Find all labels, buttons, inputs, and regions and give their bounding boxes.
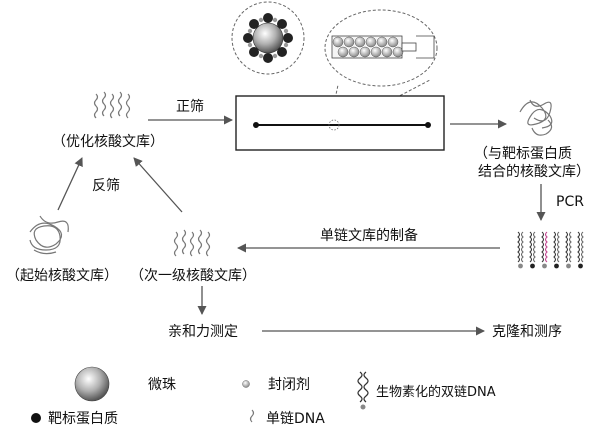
legend-ssdna-label: 单链DNA [266, 411, 325, 427]
biotin-dot [530, 263, 535, 269]
packed-bead [348, 46, 360, 58]
starting-library-tangle-icon [29, 215, 69, 255]
optimized-library-ssdna-icon [93, 91, 131, 119]
packed-bead [343, 36, 355, 48]
secondary-library-label: （次一级核酸文库） [130, 268, 256, 284]
target-protein-legend-icon [31, 413, 41, 423]
negative-screen-label: 反筛 [92, 178, 120, 194]
bound-library-label-line1: （与靶标蛋白质 [474, 146, 572, 162]
ssdna-legend-icon [249, 409, 255, 423]
biotin-dot [518, 263, 523, 269]
biotin-dot [542, 263, 547, 269]
secondary-library-ssdna-icon [173, 229, 211, 257]
dsdna-strand [541, 231, 545, 263]
column-zoom-ellipse [324, 9, 438, 87]
pcr-label: PCR [556, 194, 584, 210]
dsdna-strand [568, 231, 572, 263]
biotin-dot [554, 263, 559, 269]
legend-biotinylated-dsdna-label: 生物素化的双链DNA [376, 384, 496, 400]
packed-bead [359, 46, 371, 58]
packed-bead [332, 36, 344, 48]
coated-microbead-icon [243, 13, 293, 63]
dsdna-strand [553, 231, 557, 263]
dsdna-strand [565, 231, 569, 263]
biotin-dot [578, 263, 583, 269]
dsdna-strand [544, 231, 548, 263]
ss-library-prep-label: 单链文库的制备 [320, 227, 418, 244]
positive-screen-label: 正筛 [176, 99, 204, 115]
legend-blocker-label: 封闭剂 [268, 377, 310, 393]
dsdna-strand [529, 231, 533, 263]
dsdna-strand [580, 231, 584, 263]
legend: 微珠 封闭剂 生物素化的双链DNA 靶标蛋白质 单链DNA [31, 366, 496, 427]
packed-bead [365, 36, 377, 48]
dsdna-strand [520, 231, 524, 263]
dsdna-strand [532, 231, 536, 263]
starting-library-label: （起始核酸文库） [6, 268, 118, 284]
packed-bead [376, 36, 388, 48]
dsdna-strand [517, 231, 521, 263]
dsdna-strand [577, 231, 581, 263]
biotin-dot [566, 263, 571, 269]
bound-library-tangle-icon [519, 99, 553, 136]
legend-target-protein-label: 靶标蛋白质 [48, 411, 118, 427]
affinity-test-label: 亲和力测定 [168, 324, 238, 340]
packed-bead [337, 46, 349, 58]
optimized-library-label: （优化核酸文库） [52, 134, 164, 150]
biotinylated-dsdna-legend-icon [357, 371, 369, 410]
negative-screen-arrow [133, 157, 183, 213]
biotinylated-dsdna-cluster-icon [517, 231, 584, 269]
screening-column [235, 95, 445, 151]
dsdna-strand [556, 231, 560, 263]
packed-bead [370, 46, 382, 58]
bound-library-label-line2: 结合的核酸文库） [478, 164, 590, 180]
legend-microbead-label: 微珠 [148, 377, 176, 393]
packed-bead [387, 36, 399, 48]
bead-zoom-circle [231, 1, 305, 75]
blocker-legend-icon [242, 380, 250, 388]
packed-beads-icon [332, 36, 404, 58]
packed-bead [381, 46, 393, 58]
packed-bead [354, 36, 366, 48]
packed-bead [392, 46, 404, 58]
microbead-legend-icon [74, 366, 110, 402]
cloning-sequencing-label: 克隆和测序 [492, 324, 562, 340]
starting-to-optimized-arrow [57, 157, 83, 211]
